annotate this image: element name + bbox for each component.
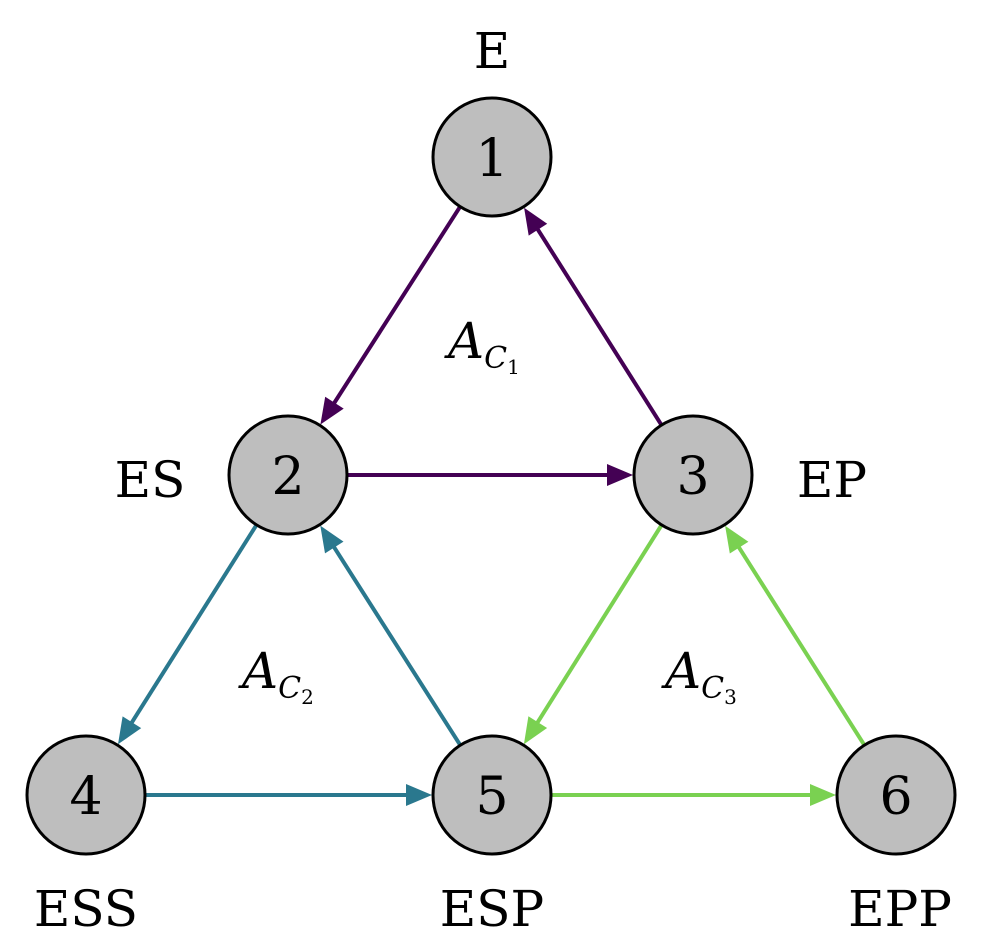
edge-line bbox=[735, 543, 867, 747]
node-4: 4 bbox=[25, 734, 147, 856]
edge-arrowhead bbox=[810, 784, 836, 806]
edge-5-to-2 bbox=[320, 525, 462, 747]
node-label-esp: ESP bbox=[440, 880, 544, 938]
node-circle bbox=[227, 414, 349, 536]
cycle-index: 2 bbox=[301, 685, 314, 709]
node-circle bbox=[835, 734, 957, 856]
node-number: 4 bbox=[69, 767, 102, 827]
edge-arrowhead bbox=[523, 716, 548, 745]
edge-arrowhead bbox=[725, 525, 749, 554]
cycle-sub-letter: C bbox=[701, 671, 724, 706]
node-6: 6 bbox=[835, 734, 957, 856]
edge-5-to-6 bbox=[551, 784, 836, 806]
cycle-label-2: AC2 bbox=[238, 642, 314, 709]
edge-line bbox=[534, 225, 664, 427]
cycle-label-1: AC1 bbox=[444, 312, 520, 379]
edge-line bbox=[330, 543, 462, 747]
edge-arrowhead bbox=[607, 464, 633, 486]
edge-arrowhead bbox=[406, 784, 432, 806]
edge-arrowhead bbox=[320, 396, 344, 425]
node-number: 1 bbox=[475, 129, 508, 189]
edge-6-to-3 bbox=[725, 525, 867, 747]
node-number: 3 bbox=[676, 447, 709, 507]
node-2: 2 bbox=[227, 414, 349, 536]
edge-line bbox=[330, 205, 462, 408]
node-circle bbox=[25, 734, 147, 856]
node-number: 6 bbox=[879, 767, 912, 827]
node-1: 1 bbox=[431, 96, 553, 218]
node-label-ess: ESS bbox=[34, 880, 138, 938]
node-label-e: E bbox=[474, 22, 511, 80]
node-circle bbox=[431, 96, 553, 218]
edge-3-to-5 bbox=[523, 523, 664, 745]
edge-arrowhead bbox=[524, 207, 548, 236]
node-number: 2 bbox=[271, 447, 304, 507]
cycle-label-3: AC3 bbox=[661, 642, 737, 709]
node-circle bbox=[431, 734, 553, 856]
edge-2-to-4 bbox=[118, 523, 259, 745]
cycle-index: 3 bbox=[724, 685, 737, 709]
node-label-es: ES bbox=[115, 451, 186, 509]
node-label-ep: EP bbox=[797, 451, 867, 509]
node-layer: 1 2 3 4 5 6 bbox=[25, 96, 957, 856]
edge-3-to-1 bbox=[524, 207, 664, 427]
edge-1-to-2 bbox=[320, 205, 462, 425]
cycle-label-layer: AC1 AC2 AC3 bbox=[238, 312, 737, 709]
edge-line bbox=[533, 523, 664, 727]
node-label-layer: E ES EP ESS ESP EPP bbox=[34, 22, 952, 938]
cycle-main-letter: A bbox=[661, 642, 701, 700]
edge-arrowhead bbox=[320, 525, 344, 554]
edge-4-to-5 bbox=[145, 784, 432, 806]
cycle-index: 1 bbox=[507, 355, 520, 379]
cycle-sub-letter: C bbox=[484, 341, 507, 376]
edge-line bbox=[128, 523, 259, 727]
node-5: 5 bbox=[431, 734, 553, 856]
node-label-epp: EPP bbox=[848, 880, 952, 938]
cycle-sub-letter: C bbox=[278, 671, 301, 706]
cycle-main-letter: A bbox=[238, 642, 278, 700]
edge-2-to-3 bbox=[347, 464, 633, 486]
node-circle bbox=[632, 414, 754, 536]
edge-arrowhead bbox=[118, 716, 142, 745]
cycle-main-letter: A bbox=[444, 312, 484, 370]
node-3: 3 bbox=[632, 414, 754, 536]
edge-layer bbox=[118, 205, 867, 806]
node-number: 5 bbox=[475, 767, 508, 827]
